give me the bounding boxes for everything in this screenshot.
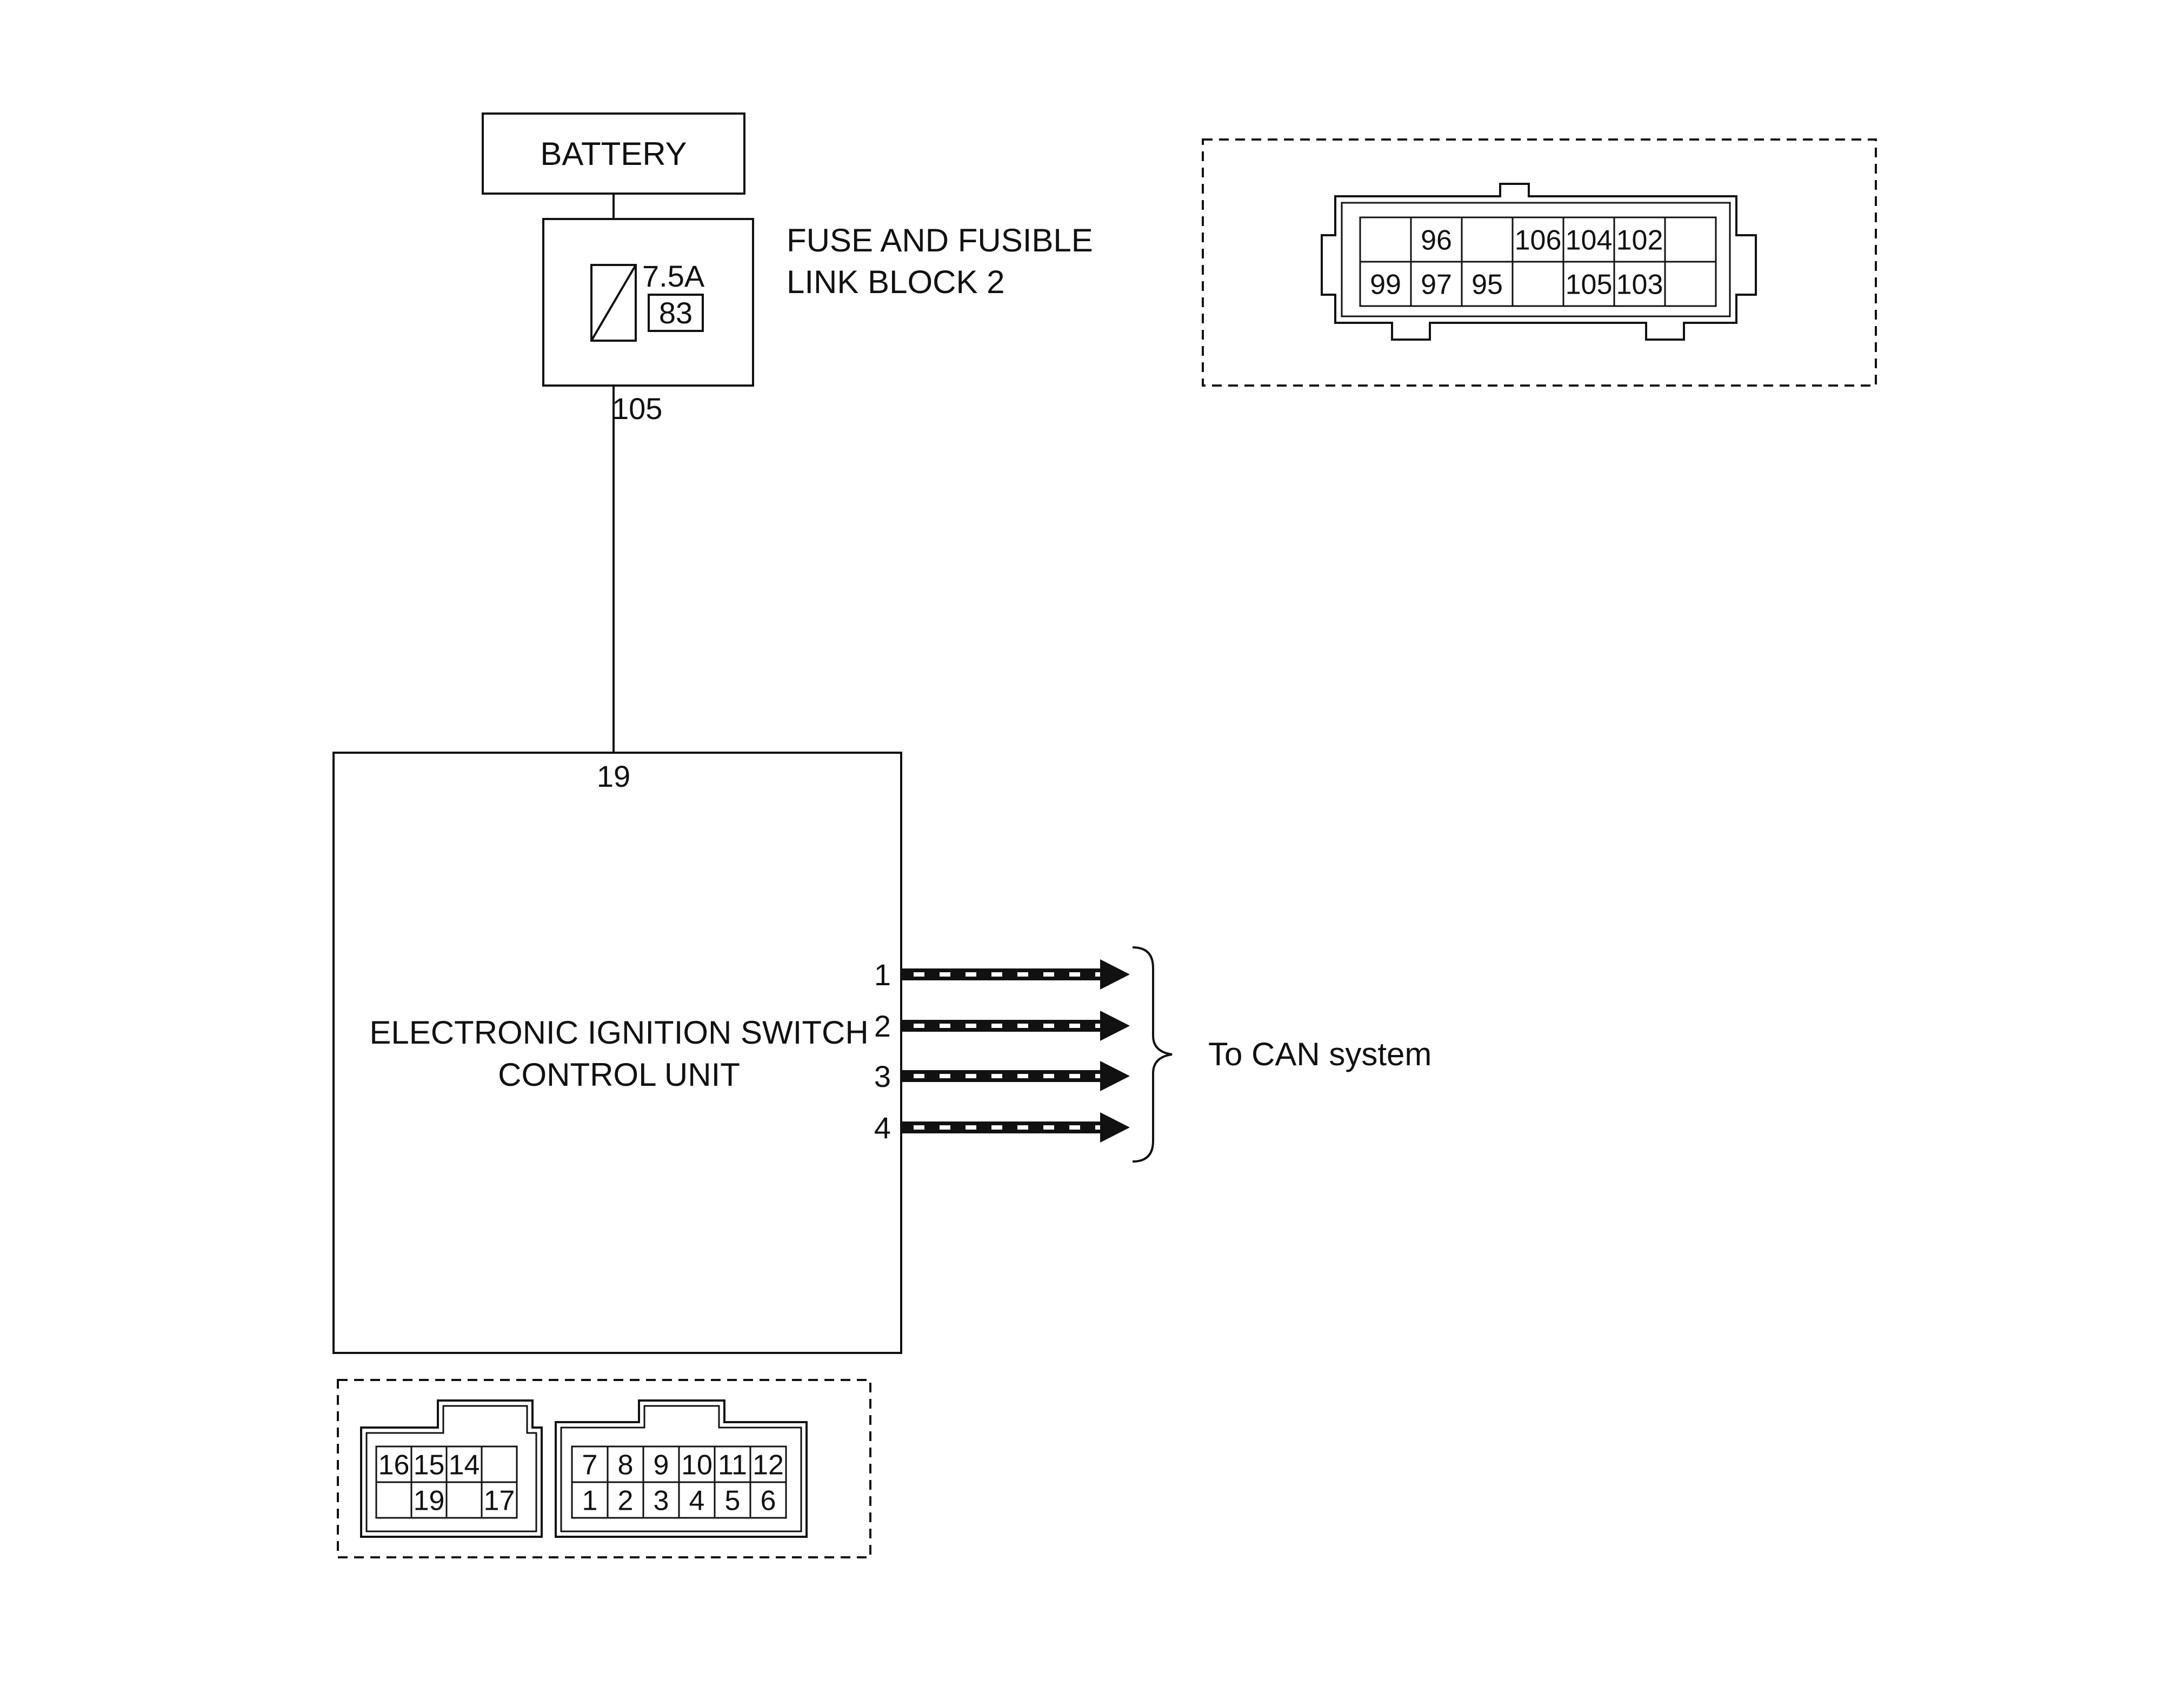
pin-number: 14 [449, 1450, 480, 1481]
pin-number: 19 [414, 1485, 445, 1517]
can-target-label: To CAN system [1208, 1036, 1431, 1072]
pin-number: 3 [654, 1485, 669, 1517]
pin-number: 11 [718, 1450, 747, 1481]
fuse-number-box [648, 294, 704, 332]
fuse-connector-outline [1321, 183, 1757, 341]
pin-number: 97 [1421, 269, 1452, 301]
pin-cell [445, 1481, 483, 1519]
fuse-block-name-line1: FUSE AND FUSIBLE [787, 222, 1093, 258]
pin-number: 5 [725, 1485, 741, 1517]
fuse-block-name-line2: LINK BLOCK 2 [787, 264, 1005, 300]
fuse-number: 83 [659, 296, 693, 330]
can-terminal-label: 2 [874, 1009, 891, 1043]
fuse-output-terminal: 105 [612, 391, 662, 426]
pin-number: 10 [681, 1450, 713, 1481]
pin-number: 95 [1471, 269, 1503, 301]
pin-number: 105 [1566, 269, 1613, 301]
arrow-right-icon [1100, 959, 1130, 990]
pin-number: 102 [1616, 225, 1663, 256]
can-lines: 1 2 3 4 [874, 958, 1130, 1145]
pin-number: 16 [378, 1450, 410, 1481]
control-unit: 19 ELECTRONIC IGNITION SWITCH CONTROL UN… [332, 752, 902, 1354]
pin-number: 4 [689, 1485, 705, 1517]
arrow-right-icon [1100, 1011, 1130, 1041]
pin-number: 104 [1566, 225, 1613, 256]
pin-cell [1359, 216, 1412, 263]
pin-cell [1512, 261, 1564, 307]
fuse-block: 7.5A 83 105 [542, 218, 754, 426]
can-line-2: 2 [874, 1009, 1130, 1043]
arrow-right-icon [1100, 1112, 1130, 1143]
can-line-4: 4 [874, 1111, 1130, 1145]
pin-cell [749, 1481, 787, 1519]
can-terminal-label: 1 [874, 958, 891, 992]
pin-number: 9 [654, 1450, 669, 1481]
pin-number: 12 [753, 1450, 784, 1481]
fuse-element-icon [590, 264, 637, 342]
pin-number: 7 [582, 1450, 598, 1481]
pin-number: 6 [761, 1485, 776, 1517]
battery: BATTERY [482, 112, 745, 195]
pin-number: 99 [1370, 269, 1401, 301]
control-unit-name-line1: ELECTRONIC IGNITION SWITCH [369, 1014, 868, 1051]
can-brace [1132, 946, 1173, 1163]
pin-number: 2 [618, 1485, 634, 1517]
pin-cell [1664, 216, 1717, 263]
pin-number: 17 [484, 1485, 515, 1517]
pin-number: 96 [1421, 225, 1452, 256]
pin-cell [1461, 216, 1514, 263]
battery-label: BATTERY [540, 136, 687, 172]
can-terminal-label: 3 [874, 1059, 891, 1093]
pin-number: 1 [582, 1485, 598, 1517]
pin-cell [481, 1481, 518, 1519]
pin-number: 106 [1515, 225, 1562, 256]
can-line-1: 1 [874, 958, 1130, 992]
pin-cell [1664, 261, 1717, 307]
pin-cell [481, 1445, 518, 1483]
pin-cell [375, 1481, 412, 1519]
pin-number: 8 [618, 1450, 634, 1481]
can-terminal-label: 4 [874, 1111, 891, 1145]
pin-number: 103 [1616, 269, 1663, 301]
can-line-3: 3 [874, 1059, 1130, 1093]
arrow-right-icon [1100, 1061, 1130, 1091]
fuse-rating: 7.5A [642, 259, 705, 293]
pin-number: 15 [414, 1450, 445, 1481]
control-unit-name-line2: CONTROL UNIT [498, 1057, 740, 1093]
control-unit-power-terminal: 19 [597, 759, 630, 793]
